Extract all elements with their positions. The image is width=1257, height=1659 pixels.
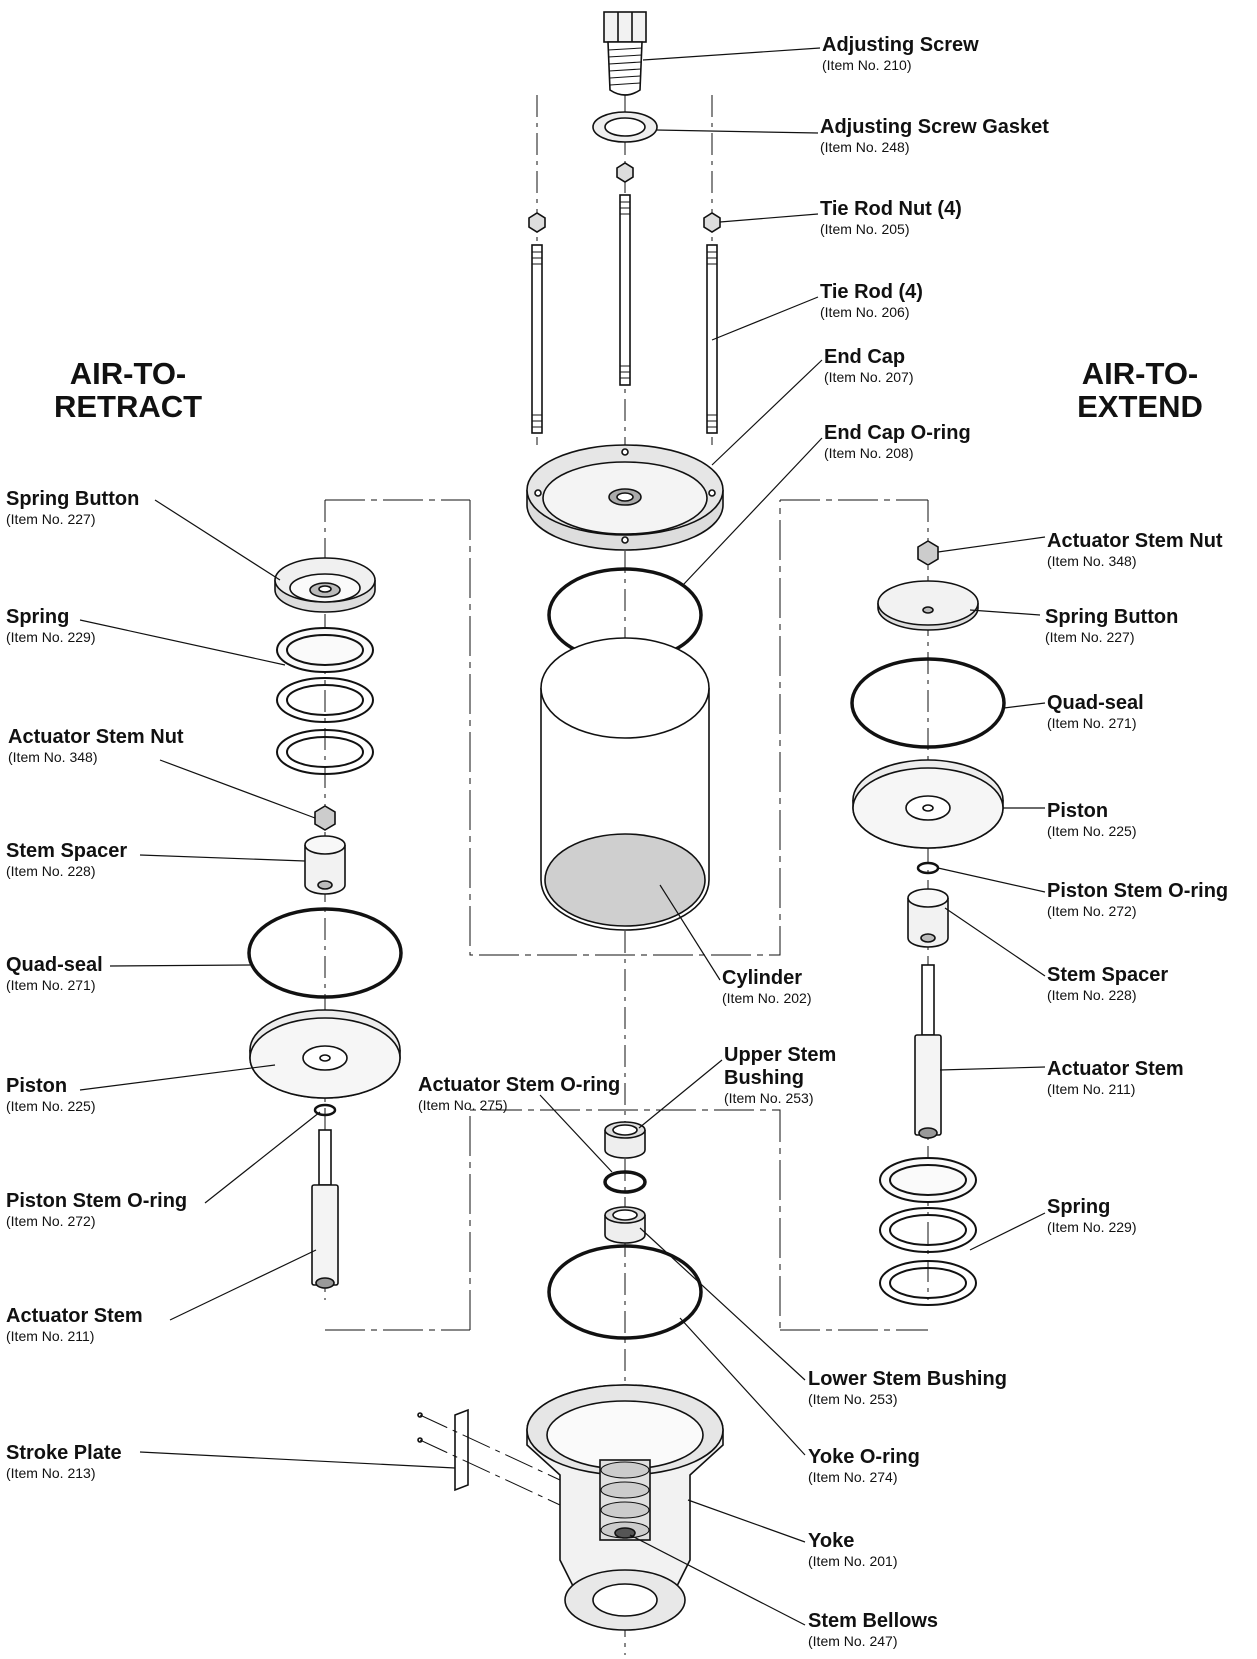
retract-stem-spacer-drawing	[304, 835, 346, 895]
retract-piston-stem-o-ring-drawing	[313, 1103, 337, 1117]
label-tie-rod: Tie Rod (4)(Item No. 206)	[820, 281, 923, 320]
air-to-retract-title: AIR-TO- RETRACT	[53, 356, 203, 424]
yoke-drawing	[526, 1384, 724, 1631]
upper-stem-bushing-drawing	[604, 1121, 646, 1159]
label-actuator-stem-o-ring: Actuator Stem O-ring(Item No. 275)	[418, 1074, 621, 1113]
label-retract-piston: Piston(Item No. 225)	[6, 1075, 96, 1114]
label-retract-piston-stem-o-ring: Piston Stem O-ring(Item No. 272)	[6, 1190, 188, 1229]
label-extend-piston-stem-o-ring: Piston Stem O-ring(Item No. 272)	[1047, 880, 1229, 919]
actuator-stem-o-ring-drawing	[603, 1170, 647, 1194]
stroke-plate-drawing	[417, 1408, 561, 1506]
cylinder-envelope-lines	[469, 500, 781, 956]
label-retract-stem-spacer: Stem Spacer(Item No. 228)	[6, 840, 128, 879]
label-extend-actuator-stem-nut: Actuator Stem Nut(Item No. 348)	[1047, 530, 1223, 569]
adjusting-screw-gasket-drawing	[592, 111, 658, 143]
retract-quad-seal-drawing	[247, 907, 403, 999]
air-to-extend-title: AIR-TO- EXTEND	[1077, 356, 1203, 424]
label-extend-stem-spacer: Stem Spacer(Item No. 228)	[1047, 964, 1169, 1003]
label-retract-spring-button: Spring Button(Item No. 227)	[6, 488, 140, 527]
retract-piston-drawing	[249, 1009, 401, 1099]
tie-rod-nuts-drawing	[528, 162, 721, 233]
extend-actuator-stem-drawing	[914, 964, 942, 1139]
lower-envelope-lines	[469, 1109, 781, 1330]
lower-stem-bushing-drawing	[604, 1206, 646, 1244]
label-upper-stem-bushing: Upper Stem Bushing(Item No. 253)	[724, 1044, 837, 1106]
label-tie-rod-nut: Tie Rod Nut (4)(Item No. 205)	[820, 198, 962, 237]
label-extend-spring: Spring(Item No. 229)	[1047, 1196, 1137, 1235]
label-cylinder: Cylinder(Item No. 202)	[722, 967, 812, 1006]
label-lower-stem-bushing: Lower Stem Bushing(Item No. 253)	[808, 1368, 1007, 1407]
label-yoke: Yoke(Item No. 201)	[808, 1530, 898, 1569]
cylinder-drawing	[540, 637, 710, 931]
retract-spring-drawing	[276, 627, 374, 775]
label-extend-quad-seal: Quad-seal(Item No. 271)	[1047, 692, 1144, 731]
label-extend-spring-button: Spring Button(Item No. 227)	[1045, 606, 1179, 645]
yoke-o-ring-drawing	[547, 1244, 703, 1340]
label-stem-bellows: Stem Bellows(Item No. 247)	[808, 1610, 939, 1649]
label-retract-quad-seal: Quad-seal(Item No. 271)	[6, 954, 103, 993]
extend-spring-drawing	[879, 1157, 977, 1306]
adjusting-screw-drawing	[603, 11, 647, 96]
label-extend-actuator-stem: Actuator Stem(Item No. 211)	[1047, 1058, 1184, 1097]
extend-stem-nut-drawing	[917, 540, 939, 566]
label-end-cap-o-ring: End Cap O-ring(Item No. 208)	[824, 422, 971, 461]
tie-rods-drawing	[531, 194, 718, 434]
extend-spring-button-drawing	[877, 580, 979, 631]
extend-piston-drawing	[852, 759, 1004, 849]
extend-envelope-lines	[780, 499, 928, 1331]
label-adjusting-screw: Adjusting Screw(Item No. 210)	[822, 34, 979, 73]
retract-actuator-stem-drawing	[311, 1129, 339, 1289]
extend-stem-spacer-drawing	[907, 888, 949, 948]
retract-spring-button-drawing	[274, 557, 376, 613]
label-retract-actuator-stem-nut: Actuator Stem Nut(Item No. 348)	[8, 726, 184, 765]
extend-quad-seal-drawing	[850, 657, 1006, 749]
label-stroke-plate: Stroke Plate(Item No. 213)	[6, 1442, 122, 1481]
label-retract-actuator-stem: Actuator Stem(Item No. 211)	[6, 1305, 143, 1344]
label-end-cap: End Cap(Item No. 207)	[824, 346, 914, 385]
label-adjusting-screw-gasket: Adjusting Screw Gasket(Item No. 248)	[820, 116, 1049, 155]
label-extend-piston: Piston(Item No. 225)	[1047, 800, 1137, 839]
retract-envelope-lines	[325, 499, 470, 1331]
retract-stem-nut-drawing	[314, 805, 336, 831]
end-cap-drawing	[526, 444, 724, 551]
label-yoke-o-ring: Yoke O-ring(Item No. 274)	[808, 1446, 920, 1485]
leader-lines	[79, 47, 1046, 1626]
label-retract-spring: Spring(Item No. 229)	[6, 606, 96, 645]
